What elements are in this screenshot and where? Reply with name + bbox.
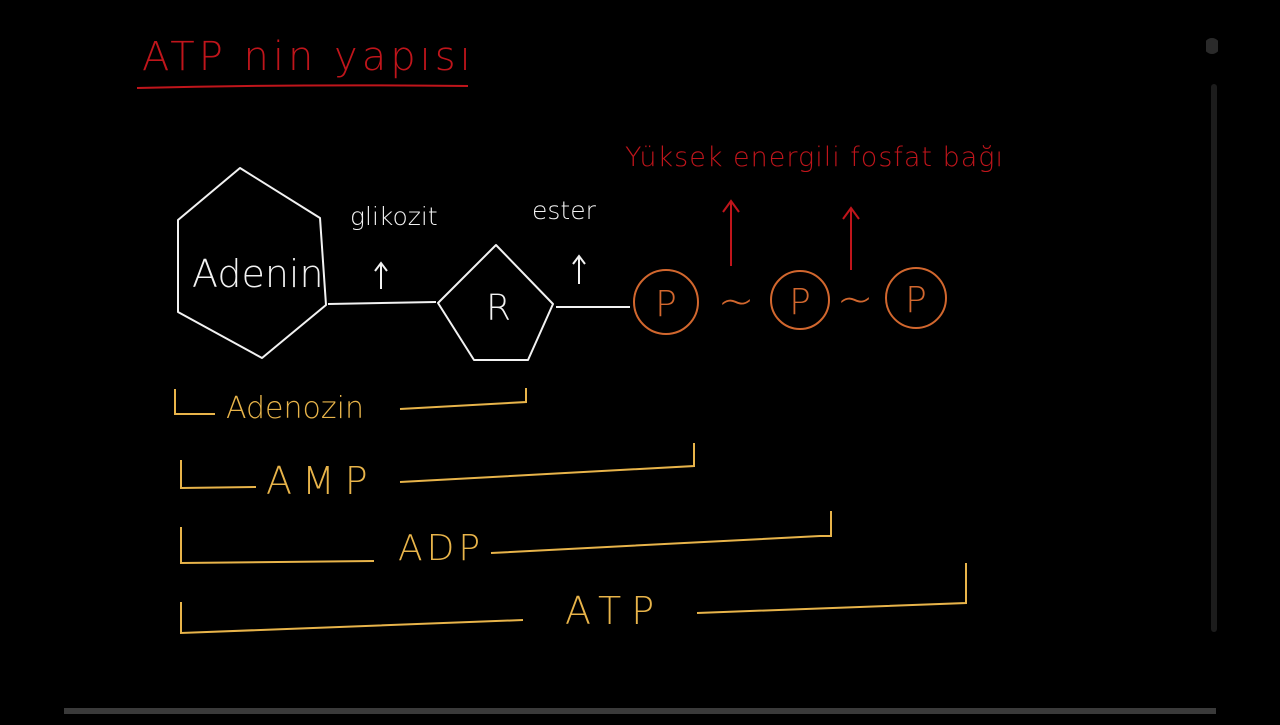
- bracket-atp-label: ATP: [565, 589, 664, 633]
- vertical-scrollbar[interactable]: [1206, 30, 1218, 640]
- phosphate-2: P: [770, 270, 830, 330]
- high-energy-bond-tilde-2: ~: [837, 274, 874, 325]
- title-underline: [136, 84, 469, 89]
- phosphate-2-label: P: [789, 282, 811, 323]
- bracket-amp: [180, 443, 695, 490]
- bracket-adenozin-label: Adenozin: [226, 391, 364, 426]
- phosphate-1-label: P: [655, 284, 677, 325]
- riboz-pentagon: [437, 244, 554, 361]
- adenin-hexagon: [177, 167, 327, 359]
- riboz-label: R: [486, 288, 511, 329]
- high-energy-arrow-icon-2: [842, 206, 860, 270]
- phosphate-1: P: [633, 269, 699, 335]
- bracket-amp-label: AMP: [266, 459, 378, 503]
- glikozit-bond-line: [327, 301, 437, 305]
- adenin-label: Adenin: [192, 252, 324, 296]
- high-energy-label: Yüksek energili fosfat bağı: [625, 142, 1004, 173]
- bracket-adp: [180, 511, 832, 565]
- high-energy-bond-tilde-1: ~: [718, 276, 755, 327]
- horizontal-scrollbar[interactable]: [64, 708, 1216, 714]
- ester-label: ester: [532, 196, 597, 225]
- high-energy-arrow-icon-1: [722, 199, 740, 266]
- bracket-atp: [180, 563, 967, 635]
- glikozit-label: glikozit: [350, 202, 438, 231]
- phosphate-3: P: [885, 267, 947, 329]
- bracket-adenozin: [174, 388, 527, 415]
- bracket-adp-label: ADP: [398, 528, 484, 569]
- page-title: ATP nin yapısı: [142, 34, 475, 80]
- glikozit-arrow-icon: [374, 261, 388, 289]
- phosphate-3-label: P: [905, 280, 927, 321]
- ester-arrow-icon: [572, 254, 586, 284]
